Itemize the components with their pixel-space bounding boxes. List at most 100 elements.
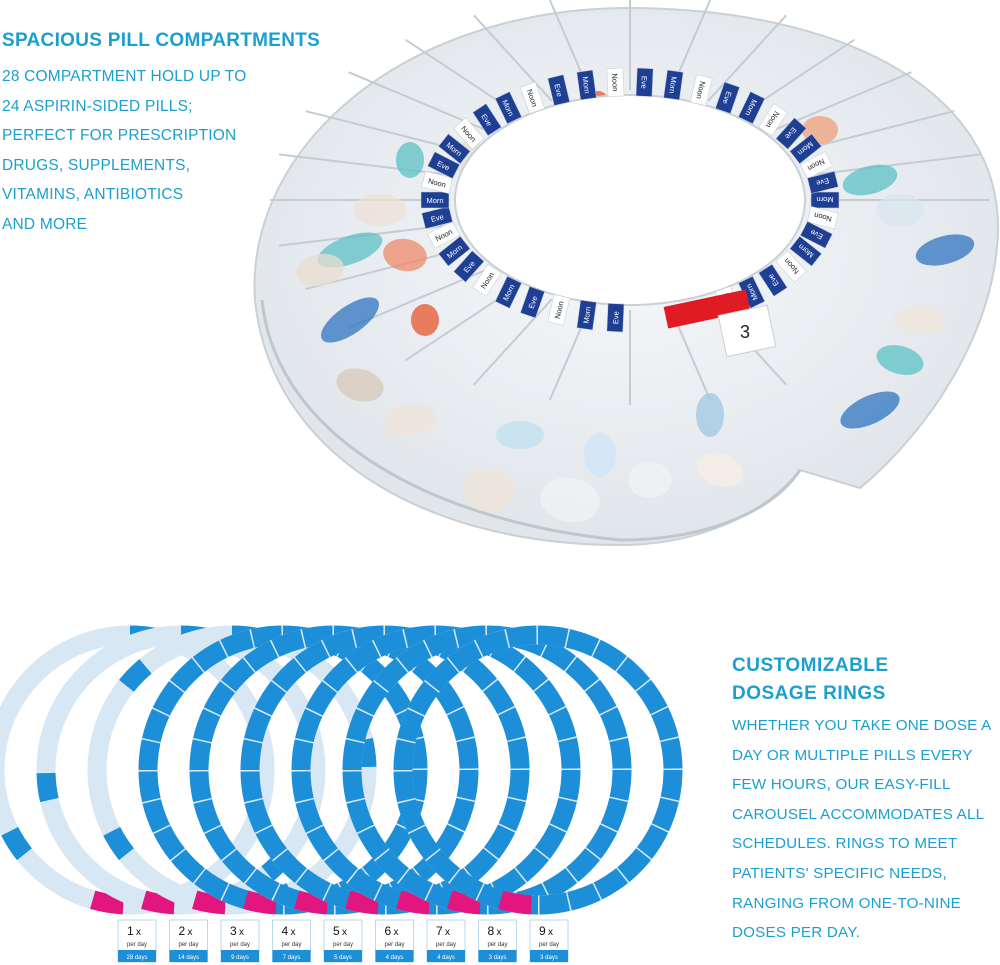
dosage-ring-segment <box>660 737 683 769</box>
label-ring-text: Morn <box>816 195 833 204</box>
label-ring-segment <box>714 81 741 115</box>
label-ring-segment <box>453 250 485 283</box>
dosage-ring-segment <box>592 639 627 672</box>
dosage-ring-segment <box>203 681 236 716</box>
label-ring-segment <box>421 206 454 230</box>
dosage-ring-segment <box>636 824 669 859</box>
pill <box>321 297 379 343</box>
label-ring-text: Morn <box>580 76 591 94</box>
dosage-ring-segment <box>245 868 280 901</box>
dosage-ring-segment <box>398 868 433 901</box>
dosage-ring-segment <box>498 797 526 832</box>
top-feature-line: 28 COMPARTMENT HOLD UP TO <box>2 68 247 85</box>
pill <box>383 238 427 272</box>
dosage-ring-start-segment <box>192 890 226 915</box>
dosage-tab-days: 4 days <box>386 955 404 961</box>
dosage-tab-band <box>221 950 259 962</box>
dosage-ring-segment <box>534 824 567 859</box>
dosage-ring-segment <box>609 737 632 769</box>
dosage-tab-per-day: per day <box>178 942 198 948</box>
dosage-ring-segment <box>565 657 599 691</box>
dosage-rings <box>0 625 683 915</box>
dosage-ring-segment <box>204 825 237 861</box>
dosage-ring-segment <box>405 769 428 801</box>
top-feature-line: AND MORE <box>2 215 88 233</box>
dosage-ring-segment <box>301 625 333 648</box>
dosage-ring-segment <box>393 739 416 771</box>
label-ring-segment <box>758 103 788 137</box>
dosage-ring-segment <box>295 799 324 833</box>
pill <box>296 253 344 287</box>
dosage-ring-segment <box>357 825 390 861</box>
dosage-ring-segment <box>593 867 629 900</box>
dosage-ring-start-segment <box>345 890 379 915</box>
dosage-ring-segment <box>456 769 479 801</box>
label-ring-segment <box>519 81 546 115</box>
pill <box>411 304 439 336</box>
label-ring-segment <box>635 67 654 97</box>
dosage-tab-days: 4 days <box>437 955 455 961</box>
dosage-ring-start-segment <box>90 890 124 915</box>
bottom-feature-line: FEW HOURS, OUR EASY-FILL <box>732 776 951 794</box>
dosage-ring-segment <box>119 659 152 692</box>
dosage-ring-segment <box>342 771 365 803</box>
label-ring-text: Eve <box>639 76 649 89</box>
label-ring-segment <box>472 103 502 137</box>
label-ring-segment <box>775 117 807 150</box>
dosage-ring-segment <box>240 771 263 803</box>
label-ring-text: Morn <box>667 76 678 94</box>
dosage-ring-segment <box>566 848 600 882</box>
dosage-tab-x: x <box>394 927 399 938</box>
pill <box>584 433 616 477</box>
dosage-ring-segment <box>273 849 307 883</box>
dosage-tab-x: x <box>291 927 296 938</box>
bottom-feature-text: CUSTOMIZABLE DOSAGE RINGS WHETHER YOU TA… <box>732 652 1000 948</box>
dosage-ring-segment <box>483 824 516 859</box>
label-ring-segment <box>799 220 833 249</box>
pill <box>894 306 946 334</box>
dosage-ring-segment <box>142 799 171 833</box>
dosage-ring-segment <box>403 625 435 648</box>
dosage-ring-segment <box>240 739 263 771</box>
dosage-ring-segment <box>558 769 581 801</box>
label-ring-segment <box>519 285 546 319</box>
label-ring-text: Noon <box>813 211 833 224</box>
dosage-ring-segment <box>449 868 484 901</box>
dosage-ring-segment <box>323 658 357 692</box>
pill <box>496 421 544 449</box>
dosage-ring-segment <box>475 629 509 658</box>
dosage-ring-segment <box>447 797 475 832</box>
dosage-ring-segment <box>515 848 549 882</box>
dosage-ring-segment <box>193 708 221 743</box>
dosage-ring-segment <box>505 625 537 648</box>
current-day-marker <box>663 289 751 329</box>
dosage-tab-count: 5 <box>333 924 340 938</box>
dosage-tab-count: 7 <box>436 924 443 938</box>
dosage-ring-segment <box>397 799 426 833</box>
label-ring-text: Noon <box>427 176 447 189</box>
label-ring-text: Noon <box>694 80 707 100</box>
dosage-tab-band <box>272 950 311 962</box>
dosage-ring-segment <box>244 799 273 833</box>
dosage-ring-segment <box>142 708 170 743</box>
dosage-ring-segment <box>103 826 135 861</box>
dosage-tab-per-day: per day <box>127 942 147 948</box>
dosage-ring-segment <box>537 625 569 648</box>
top-feature-line: PERFECT FOR PRESCRIPTION <box>2 127 237 145</box>
dosage-ring-segment <box>533 679 566 715</box>
dosage-tab-per-day: per day <box>230 942 250 948</box>
dosage-tab-x: x <box>497 927 502 938</box>
label-ring-segment <box>547 74 571 106</box>
dosage-ring-segment <box>616 657 650 691</box>
dosage-ring-start-segment <box>396 890 430 915</box>
bottom-feature-title-line: CUSTOMIZABLE <box>732 655 889 676</box>
dosage-ring-segment <box>651 797 679 832</box>
dosage-tab-per-day: per day <box>436 942 456 948</box>
label-ring-segment <box>799 151 833 180</box>
label-ring-segment <box>437 133 471 165</box>
dosage-tab-band <box>427 950 465 962</box>
pill <box>915 234 975 266</box>
pill <box>840 391 900 429</box>
dosage-ring-segment <box>447 640 483 673</box>
